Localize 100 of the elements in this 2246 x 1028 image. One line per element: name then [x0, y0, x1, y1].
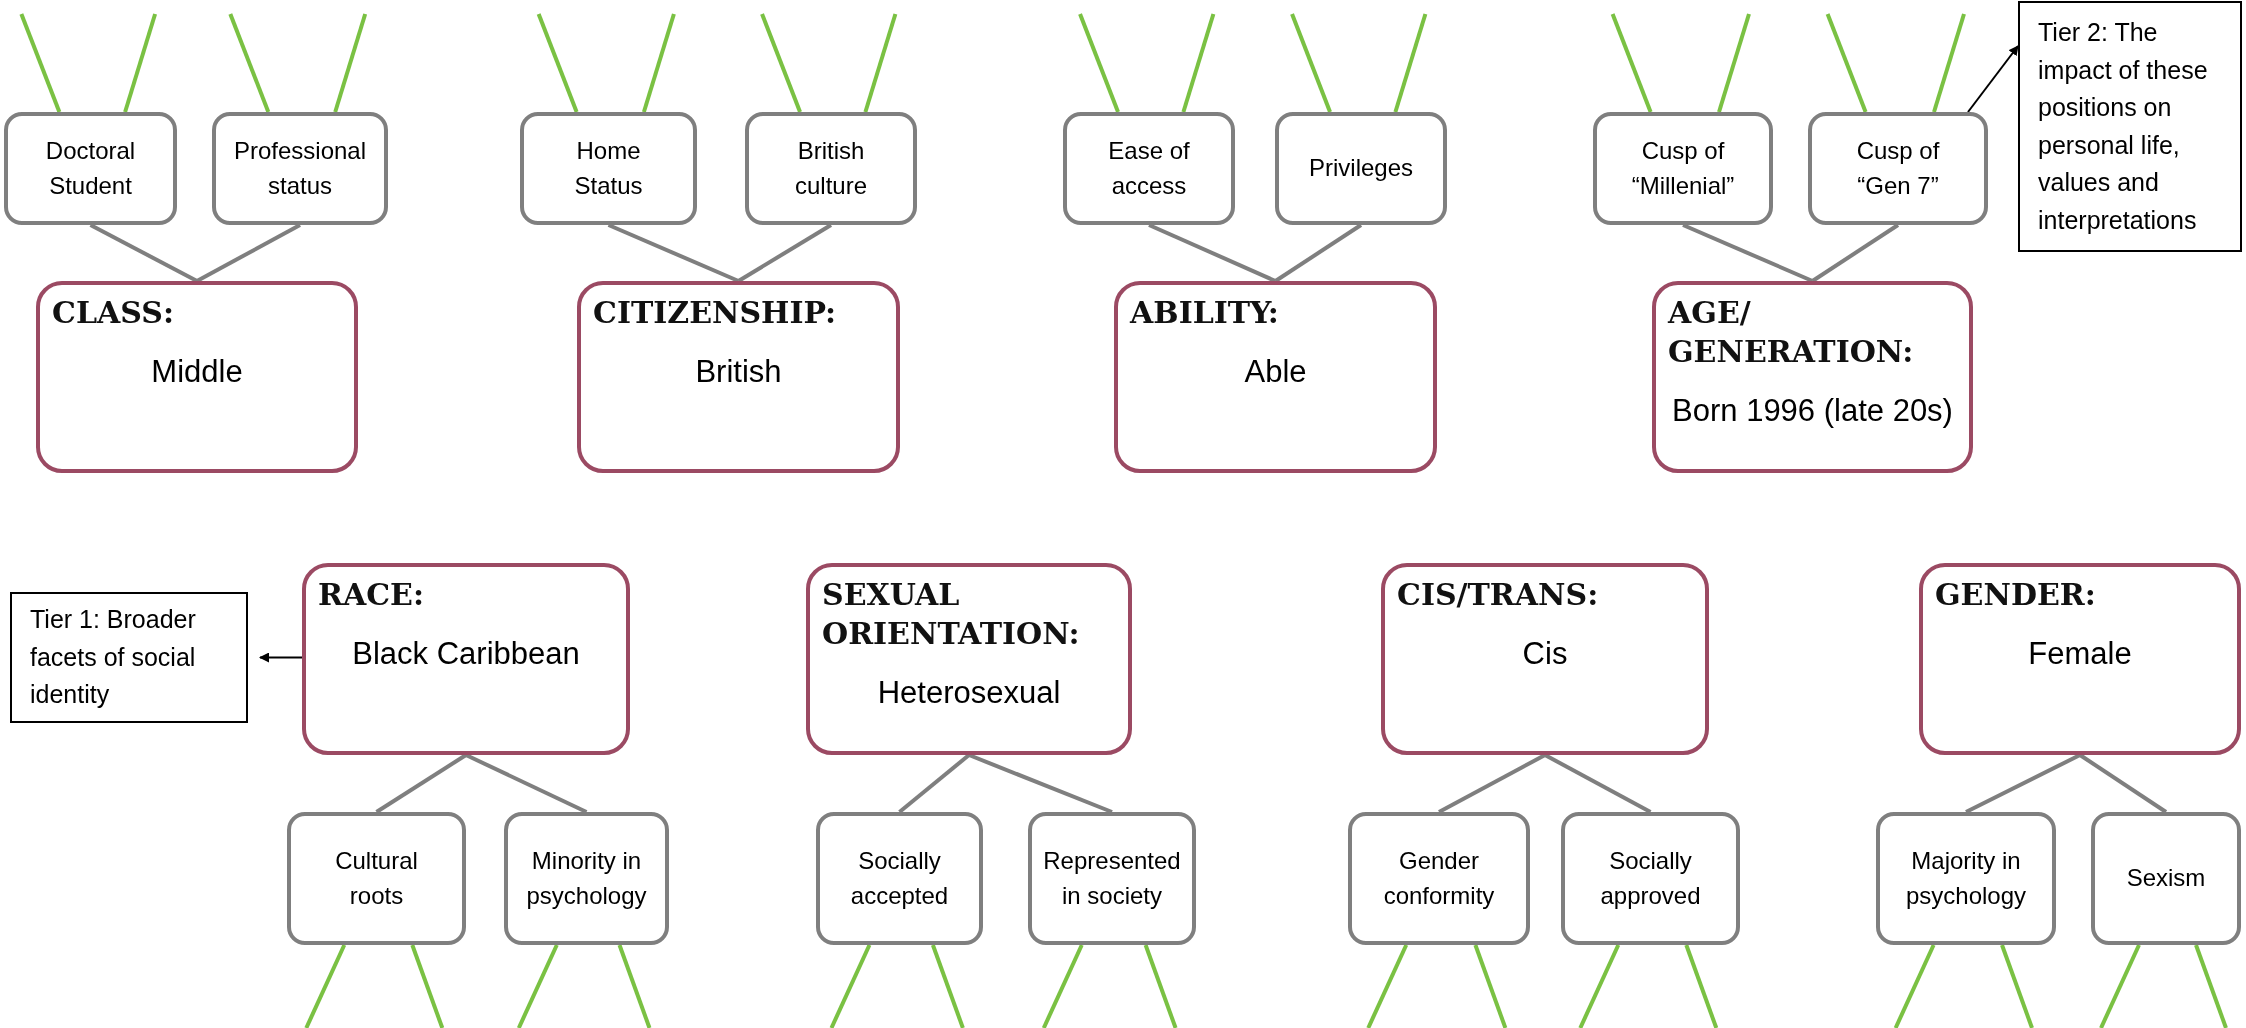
category-box — [1919, 563, 2241, 755]
node-label: Professional status — [233, 135, 367, 201]
category-heading: AGE/ GENERATION: — [1668, 294, 1915, 371]
subcategory-box — [212, 112, 388, 225]
node-label: Gender conformity — [1382, 845, 1496, 911]
connector-line — [1473, 944, 1508, 1028]
connector-line — [1544, 753, 1652, 814]
subcategory-box — [1593, 112, 1773, 225]
connector-line — [1682, 223, 1814, 283]
category-value: Heterosexual — [877, 675, 1061, 711]
category-box — [806, 563, 1132, 755]
subcategory-box — [2091, 812, 2241, 945]
node-label: Home Status — [573, 135, 644, 201]
connector-line — [333, 13, 368, 113]
connector-line — [2078, 753, 2168, 814]
connector-line — [2194, 944, 2228, 1028]
note-text: Tier 2: The impact of these positions on personal life, values and interpretations — [2038, 17, 2209, 236]
connector-line — [1143, 944, 1178, 1028]
connector-line — [465, 753, 588, 814]
node-label: Doctoral Student — [44, 135, 137, 201]
connector-line — [1274, 223, 1363, 283]
connector-line — [304, 944, 347, 1028]
connector-line — [410, 944, 445, 1028]
category-value: Female — [2028, 636, 2132, 672]
category-heading: GENDER: — [1935, 576, 2096, 614]
category-box — [1652, 281, 1973, 473]
subcategory-box — [745, 112, 917, 225]
subcategory-box — [520, 112, 697, 225]
category-value: Black Caribbean — [352, 636, 580, 672]
connector-line — [89, 223, 198, 283]
node-label: Majority in psychology — [1904, 845, 2028, 911]
category-value: Able — [1244, 354, 1307, 390]
category-value: British — [695, 354, 782, 390]
category-heading: CITIZENSHIP: — [593, 294, 837, 332]
connector-line — [1825, 13, 1868, 113]
connector-line — [123, 13, 157, 113]
connector-line — [1578, 944, 1621, 1028]
connector-line — [863, 13, 898, 113]
note-box — [10, 592, 248, 723]
connector-line — [642, 13, 676, 113]
connector-line — [196, 223, 301, 283]
subcategory-box — [1063, 112, 1235, 225]
subcategory-box — [1348, 812, 1530, 945]
connector-line — [1610, 13, 1653, 113]
connector-line — [19, 13, 62, 113]
connector-line — [228, 13, 271, 113]
node-label: Socially approved — [1599, 845, 1702, 911]
connector-line — [617, 944, 652, 1028]
connector-line — [1893, 944, 1936, 1028]
connector-line — [1148, 223, 1277, 283]
connector-line — [968, 753, 1113, 814]
connector-line — [1393, 13, 1428, 113]
note-text: Tier 1: Broader facets of social identity — [30, 604, 197, 711]
node-label: Minority in psychology — [526, 845, 647, 911]
node-label: Cultural roots — [334, 845, 419, 911]
node-label: Ease of access — [1107, 135, 1191, 201]
node-label: Cusp of “Gen 7” — [1855, 135, 1941, 201]
connector-line — [1811, 223, 1900, 283]
connector-line — [1290, 13, 1332, 113]
subcategory-box — [1561, 812, 1740, 945]
note-box — [2018, 1, 2242, 252]
subcategory-box — [1808, 112, 1988, 225]
node-label: Cusp of “Millenial” — [1630, 135, 1736, 201]
category-heading: CLASS: — [52, 294, 174, 332]
connector-line — [1684, 944, 1719, 1028]
connector-line — [737, 223, 833, 283]
subcategory-box — [4, 112, 177, 225]
subcategory-box — [1876, 812, 2056, 945]
category-box — [36, 281, 358, 473]
arrow — [259, 652, 303, 663]
connector-line — [760, 13, 802, 113]
category-box — [1114, 281, 1437, 473]
connector-line — [2099, 944, 2141, 1028]
arrow — [1967, 45, 2019, 113]
connector-line — [375, 753, 468, 814]
connector-line — [1181, 13, 1216, 113]
category-heading: CIS/TRANS: — [1397, 576, 1599, 614]
subcategory-box — [1028, 812, 1196, 945]
category-heading: ABILITY: — [1130, 294, 1279, 332]
node-label: Privileges — [1308, 153, 1413, 184]
category-heading: RACE: — [318, 576, 425, 614]
connector-line — [536, 13, 579, 113]
connector-line — [1041, 944, 1084, 1028]
connector-line — [829, 944, 872, 1028]
category-value: Born 1996 (late 20s) — [1672, 393, 1953, 429]
connector-line — [931, 944, 965, 1028]
category-heading: SEXUAL ORIENTATION: — [822, 576, 1081, 653]
connector-line — [1965, 753, 2081, 814]
connector-line — [1717, 13, 1751, 113]
category-box — [577, 281, 900, 473]
connector-line — [1932, 13, 1966, 113]
connector-line — [898, 753, 971, 814]
category-value: Cis — [1522, 636, 1568, 672]
connector-line — [1078, 13, 1120, 113]
node-label: British culture — [793, 135, 868, 201]
connector-line — [517, 944, 559, 1028]
category-value: Middle — [151, 354, 243, 390]
category-box — [1381, 563, 1709, 755]
subcategory-box — [287, 812, 466, 945]
connector-line — [1366, 944, 1409, 1028]
